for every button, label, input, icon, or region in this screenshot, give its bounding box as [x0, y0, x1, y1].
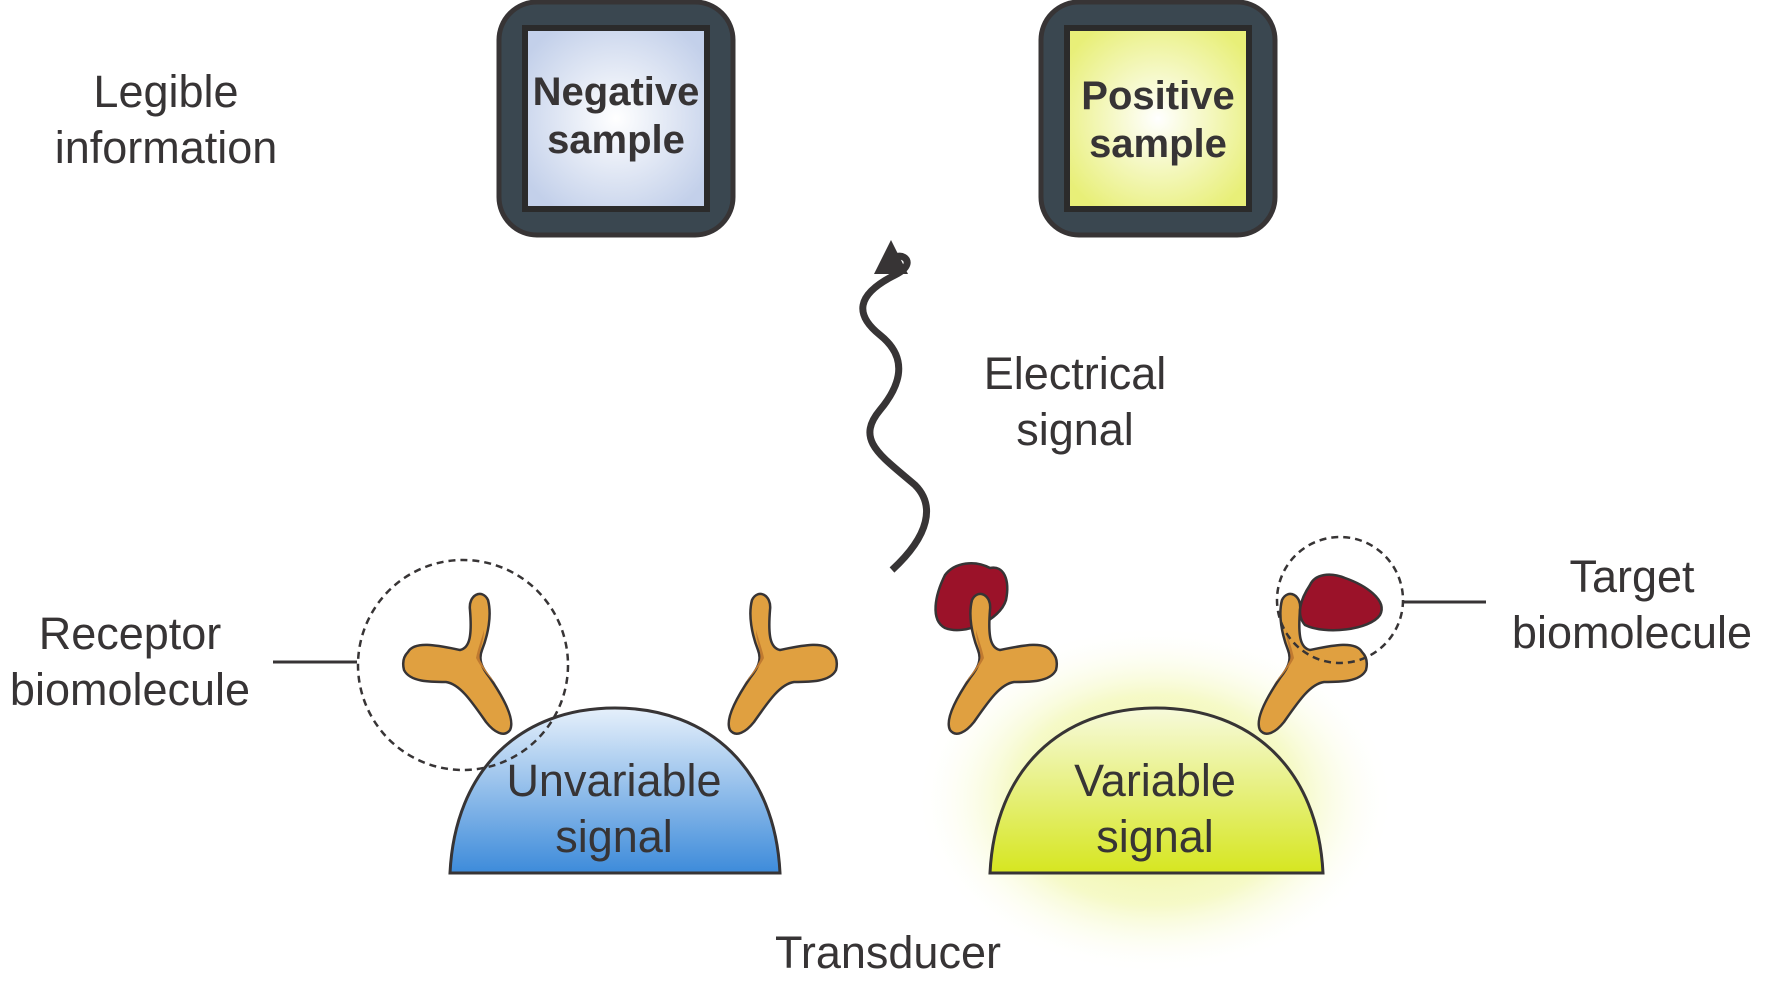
negative-sample-display: [496, 0, 736, 238]
bound-antibody-1: [934, 562, 1059, 735]
unvariable-signal-label: Unvariable signal: [506, 755, 722, 862]
electrical-signal-label: Electrical signal: [983, 348, 1167, 455]
unvariable-transducer-dome: [448, 706, 782, 875]
negative-sample-label: Negative sample: [532, 70, 700, 162]
positive-sample-label: Positive sample: [1081, 74, 1235, 166]
variable-signal-label: Variable signal: [1074, 755, 1236, 862]
legible-information-label: Legible information: [54, 66, 278, 173]
receptor-antibody-2: [727, 592, 839, 735]
transducer-label: Transducer: [775, 927, 1001, 978]
receptor-antibody-1: [401, 592, 513, 735]
receptor-biomolecule-label: Receptor biomolecule: [9, 608, 251, 715]
arrow-head-icon: [874, 240, 908, 274]
variable-transducer-dome: [988, 706, 1325, 875]
electrical-signal-arrow: [859, 240, 931, 573]
target-callout-circle: [1275, 535, 1405, 665]
target-biomolecule-shape: [1298, 573, 1383, 632]
receptor-callout-circle: [356, 558, 570, 772]
positive-sample-display: [1038, 0, 1278, 238]
bound-antibody-2: [1257, 573, 1383, 735]
target-biomolecule-label: Target biomolecule: [1511, 551, 1753, 658]
